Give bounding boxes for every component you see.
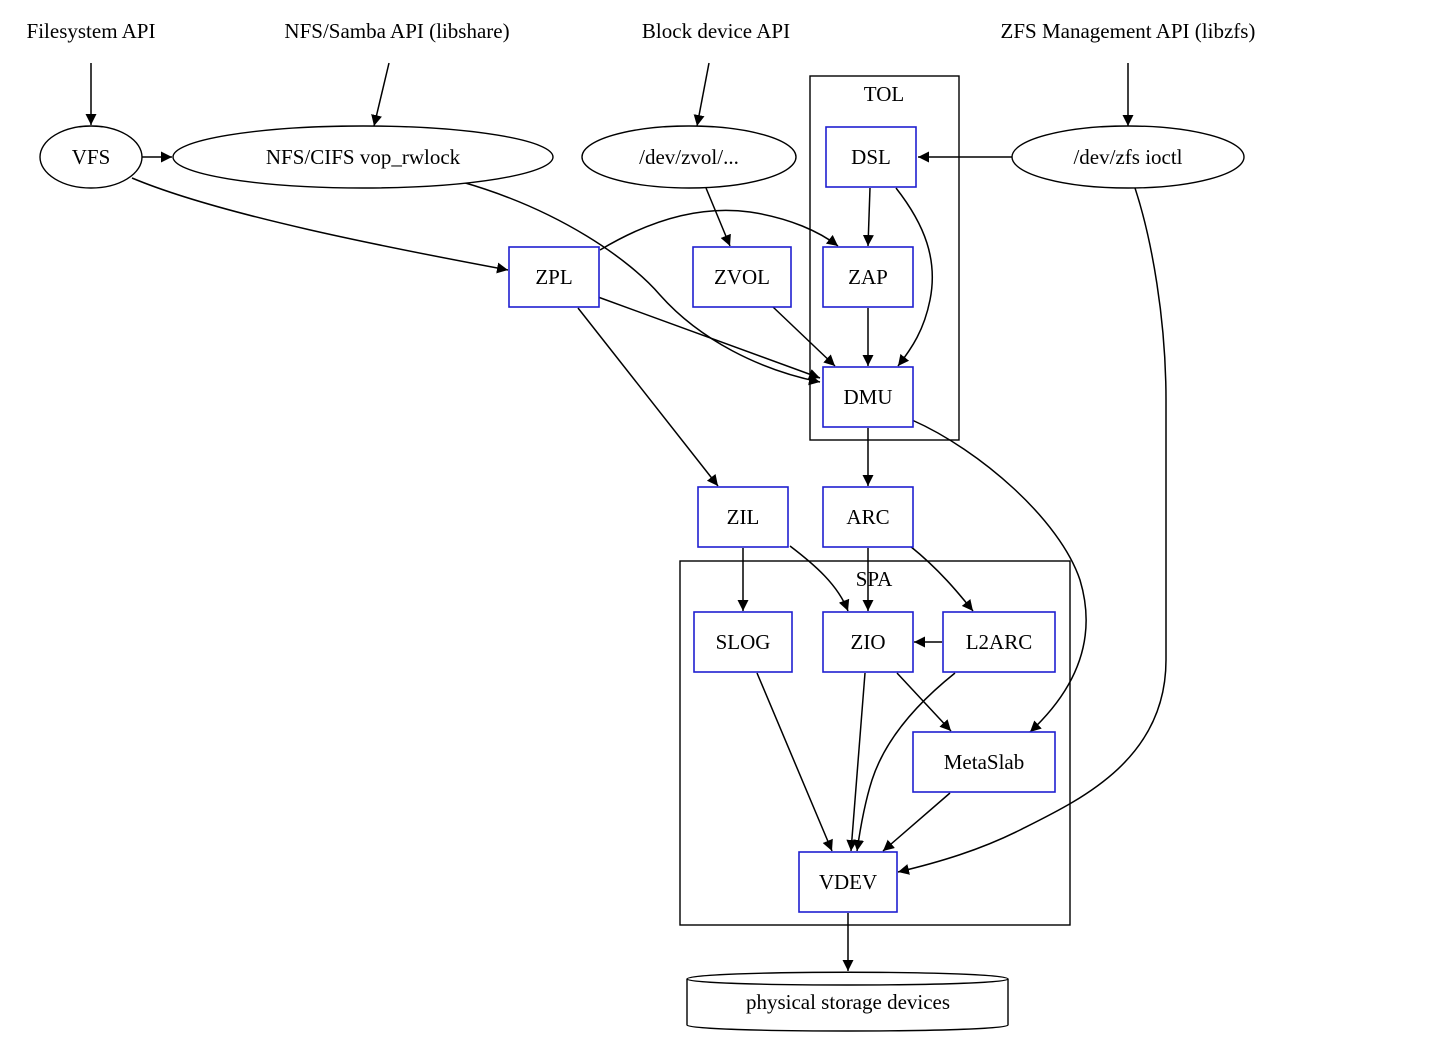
edge-zil-to-zio — [789, 545, 850, 612]
node-vfs: VFS — [39, 125, 143, 189]
edge-zpl-to-zil — [577, 307, 719, 487]
node-zpl: ZPL — [508, 246, 600, 308]
node-physical-storage-label: physical storage devices — [746, 990, 950, 1014]
spa-cluster-label: SPA — [856, 567, 893, 591]
edge-block-api-to-dev-zvol — [693, 62, 710, 127]
node-dsl: DSL — [825, 126, 917, 188]
node-zap-label: ZAP — [848, 265, 888, 289]
node-zio-label: ZIO — [851, 630, 886, 654]
node-nfs-cifs: NFS/CIFS vop_rwlock — [172, 125, 554, 189]
node-dsl-label: DSL — [851, 145, 891, 169]
edge-zio-to-metaslab — [896, 672, 952, 732]
node-physical-storage: physical storage devices — [686, 971, 1009, 1032]
node-zil: ZIL — [697, 486, 789, 548]
node-dev-zfs-label: /dev/zfs ioctl — [1073, 145, 1182, 169]
node-l2arc-label: L2ARC — [966, 630, 1033, 654]
node-dmu-label: DMU — [843, 385, 892, 409]
block-device-api-label: Block device API — [642, 19, 790, 43]
edge-dev-zvol-to-zvol — [705, 187, 731, 247]
edge-l2arc-to-vdev — [853, 672, 956, 852]
spa-cluster: SPA — [679, 560, 1071, 926]
edge-dsl-to-zap — [862, 187, 874, 247]
node-arc-label: ARC — [846, 505, 889, 529]
node-arc: ARC — [822, 486, 914, 548]
node-nfs-cifs-label: NFS/CIFS vop_rwlock — [266, 145, 461, 169]
edge-metaslab-to-vdev — [882, 792, 951, 852]
node-zvol: ZVOL — [692, 246, 792, 308]
node-slog-label: SLOG — [716, 630, 771, 654]
zfs-management-api-label: ZFS Management API (libzfs) — [1001, 19, 1256, 43]
node-zio: ZIO — [822, 611, 914, 673]
edge-nfs-api-to-nfs-cifs — [371, 62, 390, 127]
node-l2arc: L2ARC — [942, 611, 1056, 673]
edge-dmu-to-metaslab — [911, 419, 1087, 733]
edges — [85, 62, 1167, 971]
node-zil-label: ZIL — [727, 505, 760, 529]
edge-zio-to-vdev — [846, 672, 866, 852]
filesystem-api-label: Filesystem API — [27, 19, 156, 43]
node-vdev: VDEV — [798, 851, 898, 913]
node-dmu: DMU — [822, 366, 914, 428]
edge-nfs-cifs-to-dmu — [461, 181, 821, 386]
edge-dsl-to-dmu — [895, 187, 934, 367]
node-slog: SLOG — [693, 611, 793, 673]
tol-cluster-label: TOL — [864, 82, 904, 106]
edge-vfs-to-zpl — [131, 177, 509, 274]
node-dev-zvol-label: /dev/zvol/... — [639, 145, 739, 169]
node-dev-zvol: /dev/zvol/... — [581, 125, 797, 189]
node-zvol-label: ZVOL — [714, 265, 770, 289]
node-dev-zfs: /dev/zfs ioctl — [1011, 125, 1245, 189]
tol-cluster: TOL — [809, 75, 960, 441]
edge-arc-to-l2arc — [909, 545, 974, 612]
edge-zpl-to-dmu — [597, 296, 821, 380]
node-zpl-label: ZPL — [535, 265, 572, 289]
node-vfs-label: VFS — [72, 145, 111, 169]
edge-zpl-to-zap — [599, 209, 839, 251]
node-zap: ZAP — [822, 246, 914, 308]
edge-zvol-to-dmu — [772, 306, 836, 367]
edge-dev-zfs-to-vdev — [897, 187, 1167, 875]
node-vdev-label: VDEV — [819, 870, 877, 894]
nfs-samba-api-label: NFS/Samba API (libshare) — [284, 19, 509, 43]
node-metaslab: MetaSlab — [912, 731, 1056, 793]
node-metaslab-label: MetaSlab — [944, 750, 1024, 774]
edge-slog-to-vdev — [756, 672, 833, 852]
